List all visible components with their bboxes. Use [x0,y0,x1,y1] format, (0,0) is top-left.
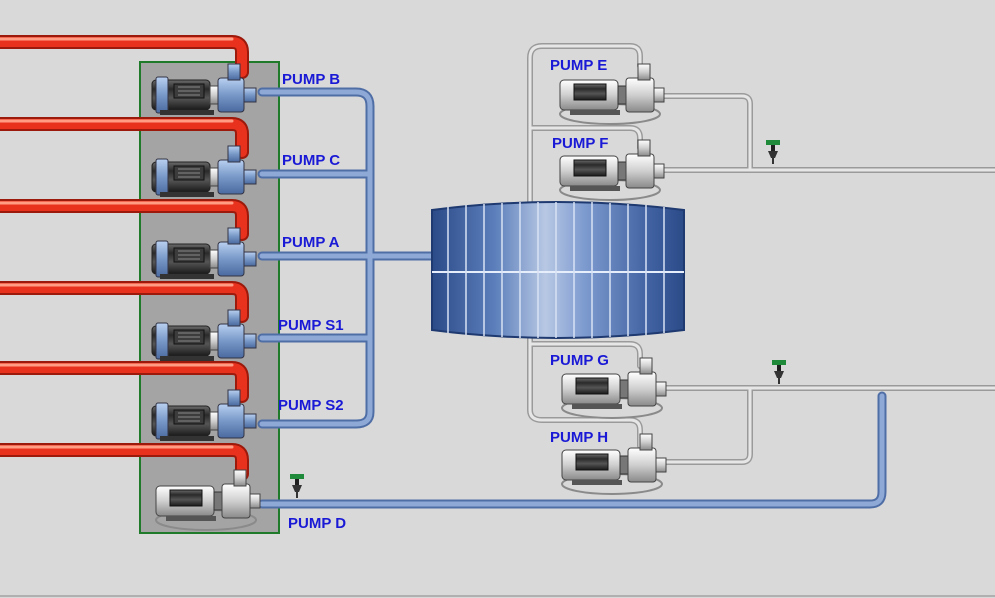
tank-icon[interactable] [431,201,685,339]
pump-s1-label: PUMP S1 [278,317,344,334]
pump-g-label: PUMP G [550,352,609,369]
process-pipes [257,87,887,509]
pump-e-label: PUMP E [550,57,607,74]
valve-icon[interactable] [772,360,786,384]
pump-h-label: PUMP H [550,429,608,446]
hot-supply-pipes [0,35,249,481]
pump-s2-label: PUMP S2 [278,397,344,414]
valve-icon[interactable] [766,140,780,164]
pump-b-label: PUMP B [282,71,340,88]
pump-d-label: PUMP D [288,515,346,532]
pump-f-label: PUMP F [552,135,608,152]
valve-icon[interactable] [290,474,304,498]
pump-a-label: PUMP A [282,234,340,251]
pump-c-label: PUMP C [282,152,340,169]
pump-skid-panel [139,61,280,534]
utility-pipes [527,43,995,465]
